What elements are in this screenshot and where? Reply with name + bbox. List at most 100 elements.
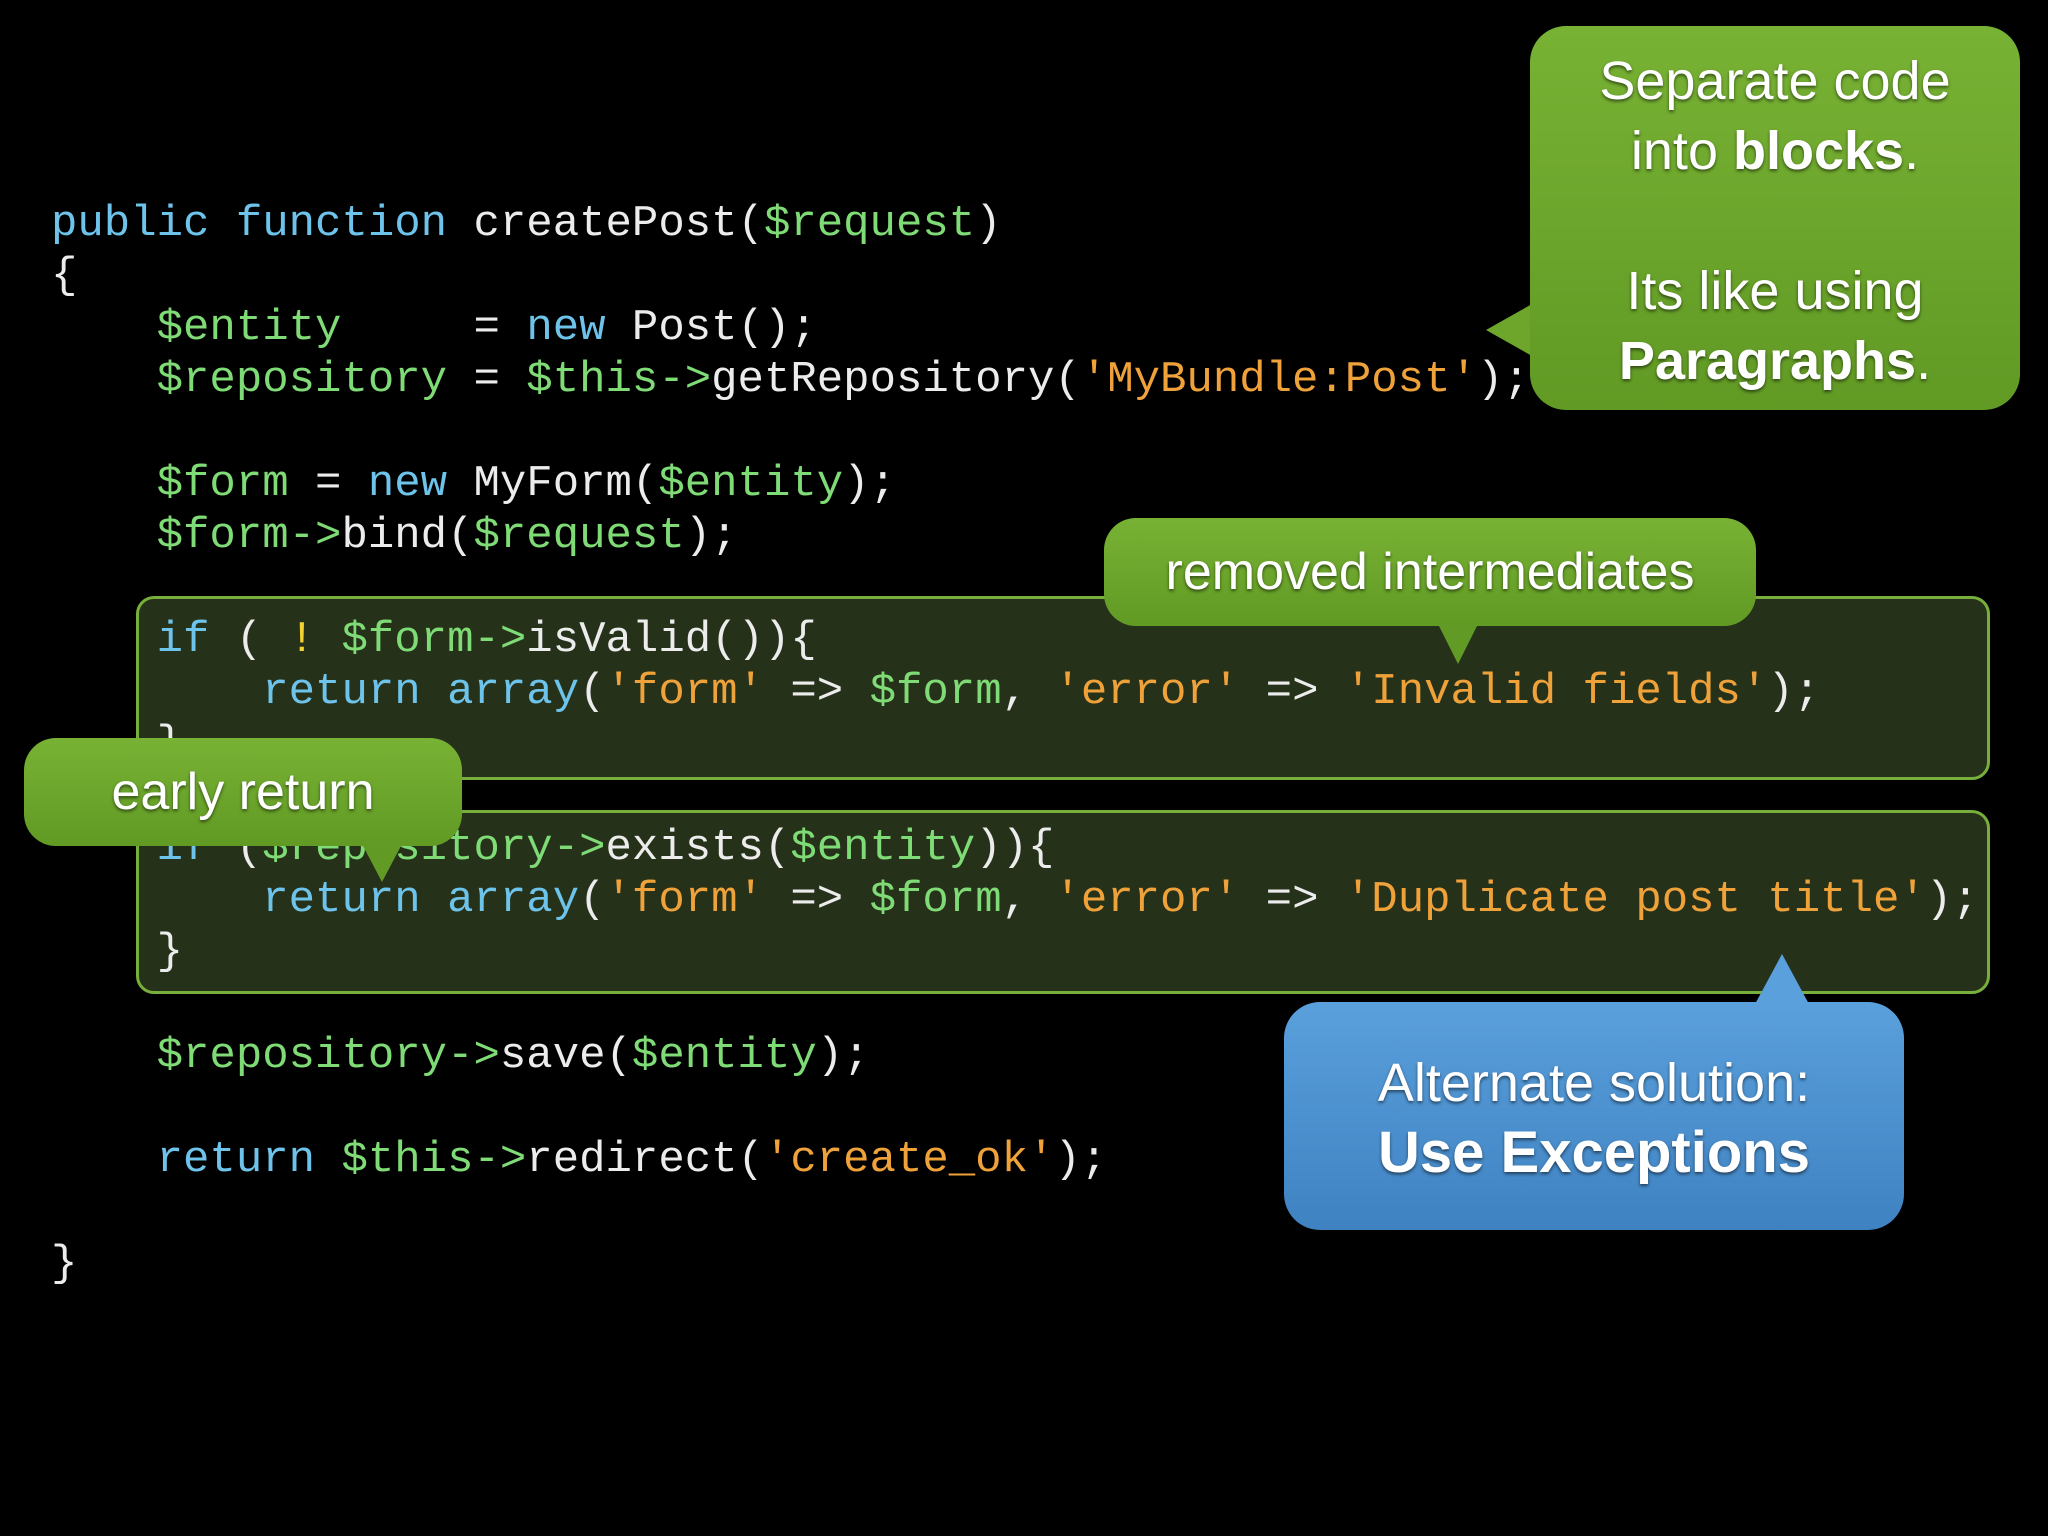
emphasis: Paragraphs	[1618, 331, 1917, 391]
punctuation: );	[1476, 355, 1530, 405]
punctuation: ,	[1001, 875, 1055, 925]
variable: $entity	[790, 823, 976, 873]
emphasis: blocks	[1732, 121, 1905, 181]
early-return-callout-tail	[362, 844, 402, 882]
variable: $request	[763, 199, 976, 249]
punctuation: (	[579, 875, 606, 925]
code-line-signature: public function createPost($request)	[51, 198, 1979, 250]
punctuation: (	[579, 667, 606, 717]
intermediates-callout-tail	[1438, 624, 1478, 664]
variable: $form	[869, 667, 1002, 717]
punctuation: );	[843, 459, 896, 509]
punctuation: )	[975, 199, 1002, 249]
operator: !	[288, 615, 316, 665]
operator: =	[447, 355, 527, 405]
variable: $form	[869, 875, 1002, 925]
string: 'Duplicate post title'	[1344, 875, 1926, 925]
variable: $repository->	[156, 1031, 500, 1081]
punctuation: );	[1054, 1135, 1108, 1185]
intermediates-callout-text: removed intermediates	[1165, 543, 1695, 601]
variable: $form->	[156, 511, 342, 561]
blocks-callout-tail	[1486, 304, 1532, 356]
blocks-callout-line1: Separate code	[1599, 51, 1951, 111]
code-line-form: $form = new MyForm($entity);	[51, 458, 1979, 510]
string: 'form'	[605, 667, 764, 717]
blocks-callout-line2: into blocks.	[1530, 116, 2020, 186]
string: 'error'	[1054, 667, 1240, 717]
call: MyForm(	[447, 459, 659, 509]
call: save(	[499, 1031, 632, 1081]
punctuation: );	[1767, 667, 1821, 717]
code-line-blank	[51, 406, 1979, 458]
function-name: createPost(	[473, 199, 764, 249]
operator: =>	[763, 875, 870, 925]
variable: $this->	[315, 1135, 527, 1185]
text: into	[1630, 121, 1733, 181]
string: 'form'	[605, 875, 764, 925]
code-line-return-duplicate: return array('form' => $form, 'error' =>…	[51, 874, 1979, 926]
operator: =>	[1239, 875, 1345, 925]
string: 'Invalid fields'	[1344, 667, 1768, 717]
operator: =	[341, 303, 527, 353]
punctuation: ,	[1001, 667, 1055, 717]
punctuation: (	[209, 615, 289, 665]
operator: =>	[763, 667, 870, 717]
call: exists(	[605, 823, 791, 873]
punctuation: );	[1925, 875, 1979, 925]
keyword: array	[447, 875, 580, 925]
string: 'MyBundle:Post'	[1080, 355, 1477, 405]
exceptions-callout-line1: Alternate solution:	[1377, 1053, 1811, 1113]
keyword: return	[262, 875, 421, 925]
keyword: return	[262, 667, 421, 717]
blocks-callout: Separate code into blocks. Its like usin…	[1530, 26, 2020, 410]
code-line-bind: $form->bind($request);	[51, 510, 1979, 562]
variable: $entity	[658, 459, 844, 509]
code-line-entity: $entity = new Post();	[51, 302, 1979, 354]
exceptions-callout: Alternate solution: Use Exceptions	[1284, 1002, 1904, 1230]
blocks-callout-line3: Its like using	[1626, 261, 1924, 321]
code-line-return-redirect: return $this->redirect('create_ok');	[51, 1134, 1979, 1186]
keyword: new	[526, 303, 606, 353]
text: .	[1916, 331, 1932, 391]
early-return-callout-text: early return	[111, 763, 375, 821]
punctuation: }	[156, 927, 184, 977]
call: getRepository(	[711, 355, 1081, 405]
call: bind(	[341, 511, 474, 561]
exceptions-callout-tail	[1754, 954, 1810, 1006]
call: Post();	[605, 303, 817, 353]
code-line-repository: $repository = $this->getRepository('MyBu…	[51, 354, 1979, 406]
keyword: public	[51, 199, 210, 249]
keyword: array	[447, 667, 580, 717]
call: redirect(	[526, 1135, 764, 1185]
string: 'create_ok'	[763, 1135, 1055, 1185]
intermediates-callout: removed intermediates	[1104, 518, 1756, 626]
code-line-close-brace: }	[51, 1239, 78, 1289]
code-line-return-invalid: return array('form' => $form, 'error' =>…	[51, 666, 1979, 718]
variable: $this->	[526, 355, 712, 405]
keyword: function	[235, 199, 448, 249]
text: .	[1904, 121, 1920, 181]
code-line-if-valid: if ( ! $form->isValid()){	[51, 614, 1979, 666]
punctuation: )){	[975, 823, 1055, 873]
blocks-callout-line4: Paragraphs.	[1530, 326, 2020, 396]
punctuation: );	[684, 511, 738, 561]
code-line-close-if-exists: }	[51, 926, 1979, 978]
variable: $repository	[156, 355, 448, 405]
code-line-save: $repository->save($entity);	[51, 1030, 1979, 1082]
string: 'error'	[1054, 875, 1240, 925]
keyword: new	[367, 459, 448, 509]
variable: $entity	[631, 1031, 817, 1081]
code-line-open-brace: {	[51, 251, 78, 301]
operator: =	[288, 459, 368, 509]
variable: $request	[473, 511, 685, 561]
operator: =>	[1239, 667, 1345, 717]
variable: $form	[156, 459, 289, 509]
punctuation: );	[816, 1031, 870, 1081]
variable: $form->	[315, 615, 527, 665]
keyword: if	[156, 615, 210, 665]
keyword: return	[156, 1135, 316, 1185]
early-return-callout: early return	[24, 738, 462, 846]
code-listing: public function createPost($request){ $e…	[51, 198, 1979, 1290]
variable: $entity	[156, 303, 342, 353]
exceptions-callout-line2: Use Exceptions	[1378, 1120, 1810, 1185]
